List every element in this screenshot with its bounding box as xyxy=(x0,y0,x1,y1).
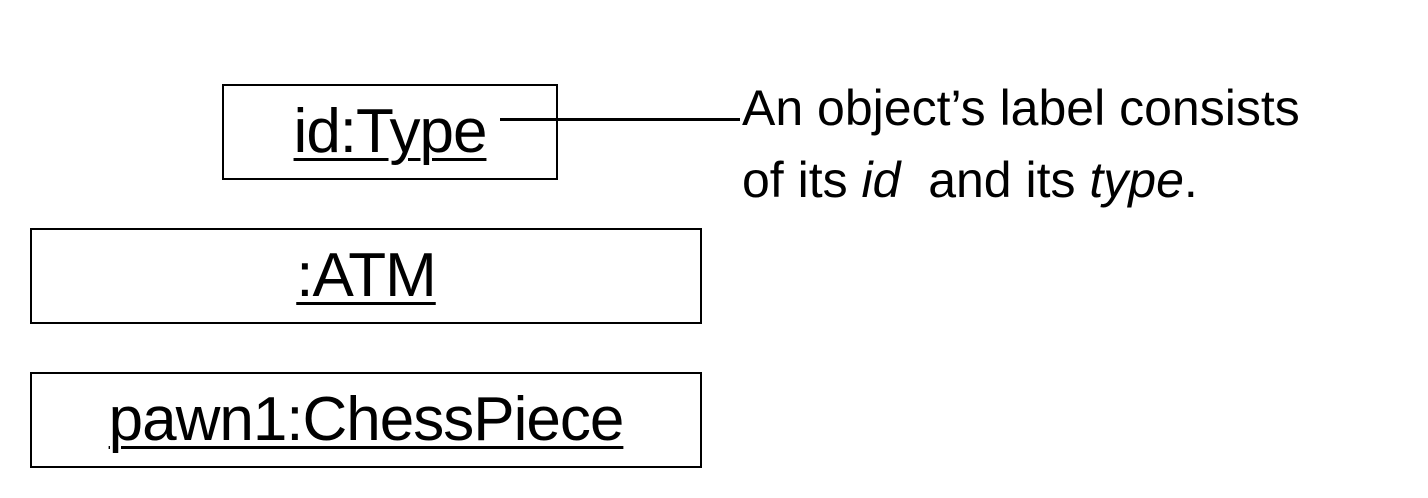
object-box-atm: :ATM xyxy=(30,228,702,324)
annotation-leader-line xyxy=(500,118,740,121)
annotation-prefix: of its xyxy=(742,152,862,208)
object-box-id-type: id:Type xyxy=(222,84,558,180)
object-label-pawn-chesspiece: pawn1:ChessPiece xyxy=(108,385,625,454)
object-box-pawn-chesspiece: pawn1:ChessPiece xyxy=(30,372,702,468)
object-label-id-type: id:Type xyxy=(293,97,488,166)
annotation-line-2: of its id and its type. xyxy=(742,144,1422,216)
annotation-note: An object’s label consists of its id and… xyxy=(742,72,1422,216)
annotation-line-1: An object’s label consists xyxy=(742,80,1300,136)
object-label-atm: :ATM xyxy=(296,241,436,310)
annotation-type-term: type xyxy=(1089,152,1184,208)
annotation-suffix: . xyxy=(1183,152,1198,208)
annotation-middle: and its xyxy=(900,152,1090,208)
annotation-id-term: id xyxy=(861,152,901,208)
